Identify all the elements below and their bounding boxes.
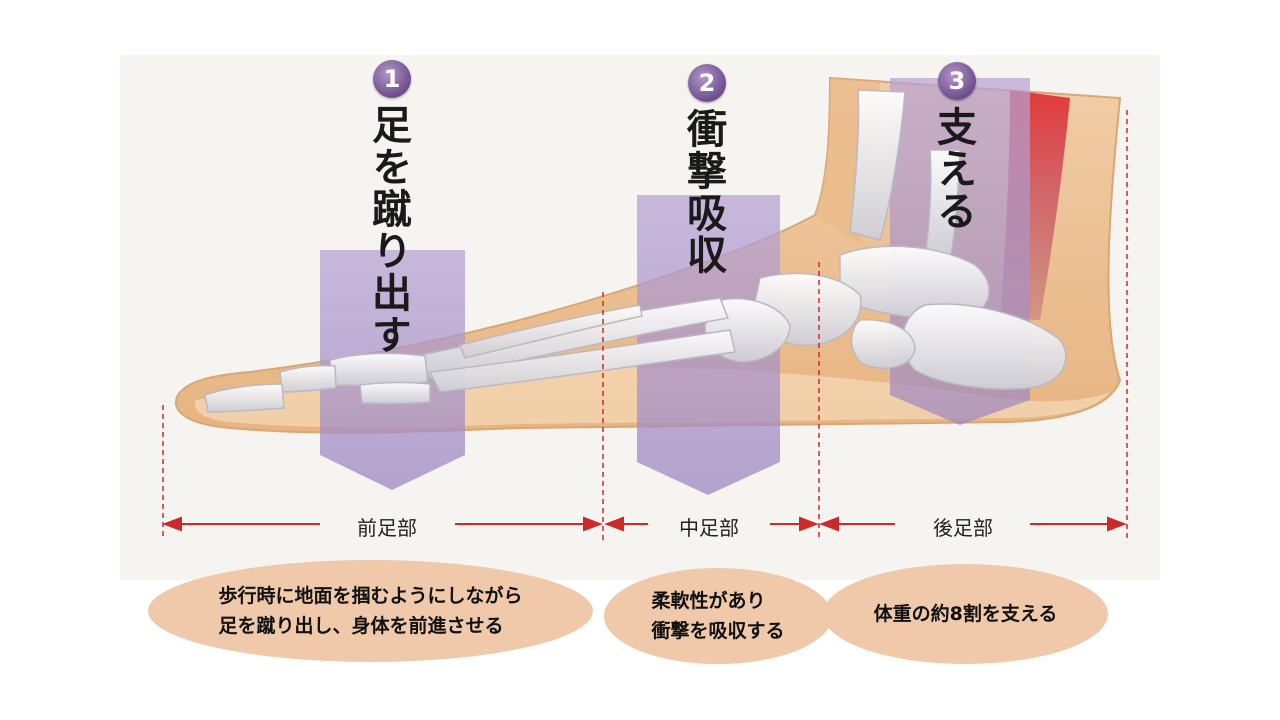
description-midfoot-line-2: 衝撃を吸収する [651, 620, 785, 642]
segment-label-forefoot: 前足部 [357, 516, 417, 540]
description-forefoot-line-1: 歩行時に地面を掴むようにしながら [218, 585, 523, 607]
zone-3-title: 支える [930, 106, 976, 232]
zone-2-number-badge: 2 [688, 64, 726, 102]
segment-label-midfoot: 中足部 [679, 516, 739, 540]
description-hindfoot-line-1: 体重の約8割を支える [873, 603, 1058, 625]
dimension-arrows [162, 516, 1127, 532]
zone-3-number-badge: 3 [938, 62, 976, 100]
zone-1-number-badge: 1 [373, 60, 411, 98]
description-forefoot-line-2: 足を蹴り出し、身体を前進させる [218, 615, 504, 637]
description-midfoot-line-1: 柔軟性があり [651, 590, 766, 612]
zone-1-title: 足を蹴り出す [365, 104, 411, 356]
description-oval-hindfoot: 体重の約8割を支える [823, 564, 1108, 664]
description-oval-forefoot: 歩行時に地面を掴むようにしながら 足を蹴り出し、身体を前進させる [148, 560, 593, 662]
foot-bones [204, 89, 1067, 413]
description-oval-midfoot: 柔軟性があり 衝撃を吸収する [604, 568, 832, 664]
dashed-dividers [162, 110, 1128, 540]
zone-2-title: 衝撃吸収 [680, 108, 726, 276]
segment-label-hindfoot: 後足部 [933, 516, 993, 540]
